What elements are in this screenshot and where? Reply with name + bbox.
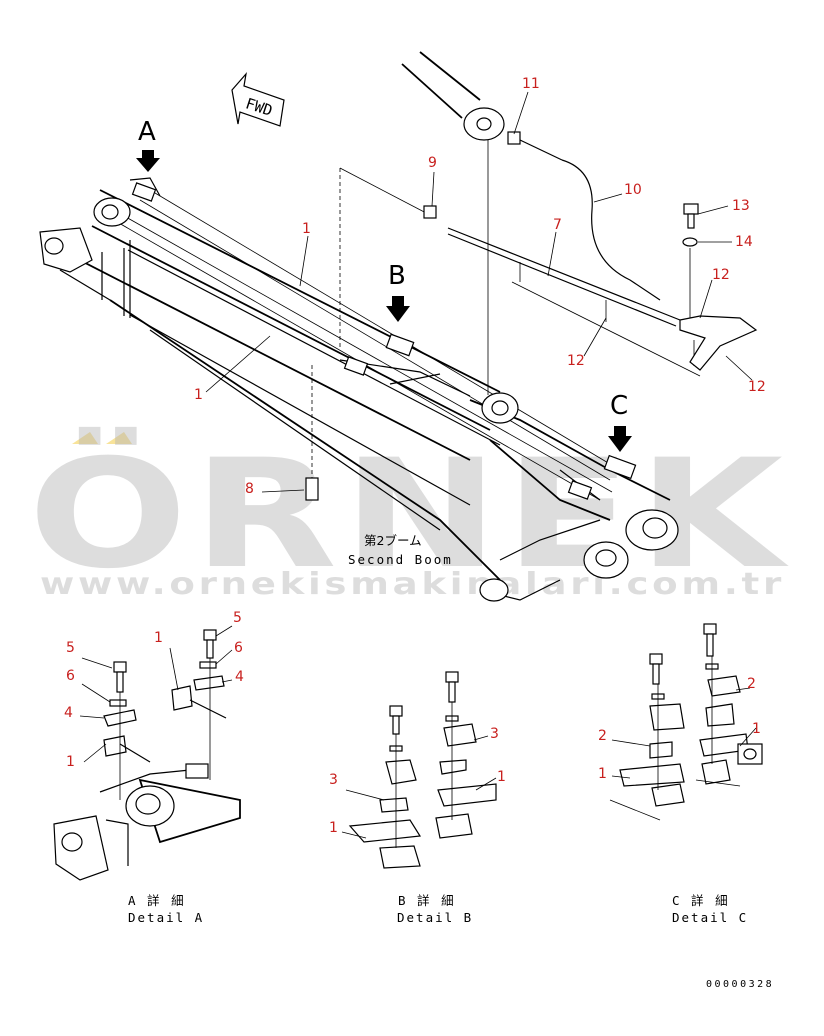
fwd-label: FWD xyxy=(243,94,274,119)
detail-c-callouts: 1 1 2 2 xyxy=(598,676,761,782)
detail-b-callout-1-left: 1 xyxy=(329,820,338,836)
callout-12-right: 12 xyxy=(748,379,766,395)
callout-12-top: 12 xyxy=(712,267,730,283)
watermark-accent-left xyxy=(72,432,98,444)
main-callouts: 1 1 7 8 9 10 11 12 12 12 13 14 xyxy=(194,76,766,497)
second-boom xyxy=(39,177,679,602)
view-c-arrow-icon xyxy=(608,426,632,452)
detail-a-callout-1-upper: 1 xyxy=(154,630,163,646)
view-letter-a: A xyxy=(138,117,156,147)
detail-c-callout-1-right: 1 xyxy=(752,721,761,737)
detail-a-callout-4-left: 4 xyxy=(64,705,73,721)
fwd-arrow-icon: FWD xyxy=(231,72,285,127)
view-b-arrow-icon xyxy=(386,296,410,322)
watermark-accent-right xyxy=(106,432,132,444)
watermark: ÖRNEK www.ornekismakinalari.com.tr xyxy=(28,426,785,602)
detail-b-caption-jp: B 詳 細 xyxy=(398,893,456,908)
detail-a-caption-jp: A 詳 細 xyxy=(128,893,186,908)
detail-c xyxy=(609,623,763,821)
detail-a-callout-5-left: 5 xyxy=(66,640,75,656)
detail-c-callout-2-left: 2 xyxy=(598,728,607,744)
detail-c-callout-1-left: 1 xyxy=(598,766,607,782)
hose-10 xyxy=(561,159,661,301)
detail-b xyxy=(348,671,497,869)
fitting-12 xyxy=(679,315,758,371)
callout-12-left: 12 xyxy=(567,353,585,369)
callout-1-upper: 1 xyxy=(302,221,311,237)
callout-1-lower: 1 xyxy=(194,387,203,403)
grease-fitting-11 xyxy=(507,131,563,161)
detail-a-callouts: 1 1 4 4 5 5 6 6 xyxy=(64,610,244,770)
pipe-7-shadow xyxy=(511,281,701,377)
main-caption-en: Second Boom xyxy=(348,552,453,567)
detail-c-caption-jp: C 詳 細 xyxy=(672,893,730,908)
detail-a-callout-1-lower: 1 xyxy=(66,754,75,770)
callout-13: 13 xyxy=(732,198,750,214)
callout-8: 8 xyxy=(245,481,254,497)
detail-b-callout-3-left: 3 xyxy=(329,772,338,788)
grease-fitting-8 xyxy=(305,477,319,501)
callout-10: 10 xyxy=(624,182,642,198)
detail-c-callout-2-right: 2 xyxy=(747,676,756,692)
view-letter-c: C xyxy=(610,391,628,421)
detail-b-callouts: 1 1 3 3 xyxy=(329,726,506,839)
view-letter-b: B xyxy=(388,261,406,291)
bolt-13 xyxy=(683,203,699,215)
fitting-9 xyxy=(423,205,437,219)
detail-c-caption-en: Detail C xyxy=(672,910,748,925)
callout-9: 9 xyxy=(428,155,437,171)
detail-a-caption-en: Detail A xyxy=(128,910,204,925)
watermark-url: www.ornekismakinalari.com.tr xyxy=(40,567,785,602)
callout-7: 7 xyxy=(553,217,562,233)
main-caption-jp: 第2ブーム xyxy=(364,533,422,548)
detail-b-callout-3-right: 3 xyxy=(490,726,499,742)
callout-14: 14 xyxy=(735,234,753,250)
detail-a-callout-6-left: 6 xyxy=(66,668,75,684)
washer-14 xyxy=(682,237,698,247)
detail-a-callout-5-right: 5 xyxy=(233,610,242,626)
pipe-7 xyxy=(447,227,681,321)
boom-cylinder xyxy=(401,51,505,141)
detail-a-callout-4-right: 4 xyxy=(235,669,244,685)
detail-a xyxy=(53,629,241,881)
detail-a-callout-6-right: 6 xyxy=(234,640,243,656)
leader-line xyxy=(339,167,431,216)
view-a-arrow-icon xyxy=(136,150,160,172)
callout-11: 11 xyxy=(522,76,540,92)
detail-b-callout-1-right: 1 xyxy=(497,769,506,785)
drawing-number: 00000328 xyxy=(706,979,774,990)
detail-b-caption-en: Detail B xyxy=(397,910,473,925)
